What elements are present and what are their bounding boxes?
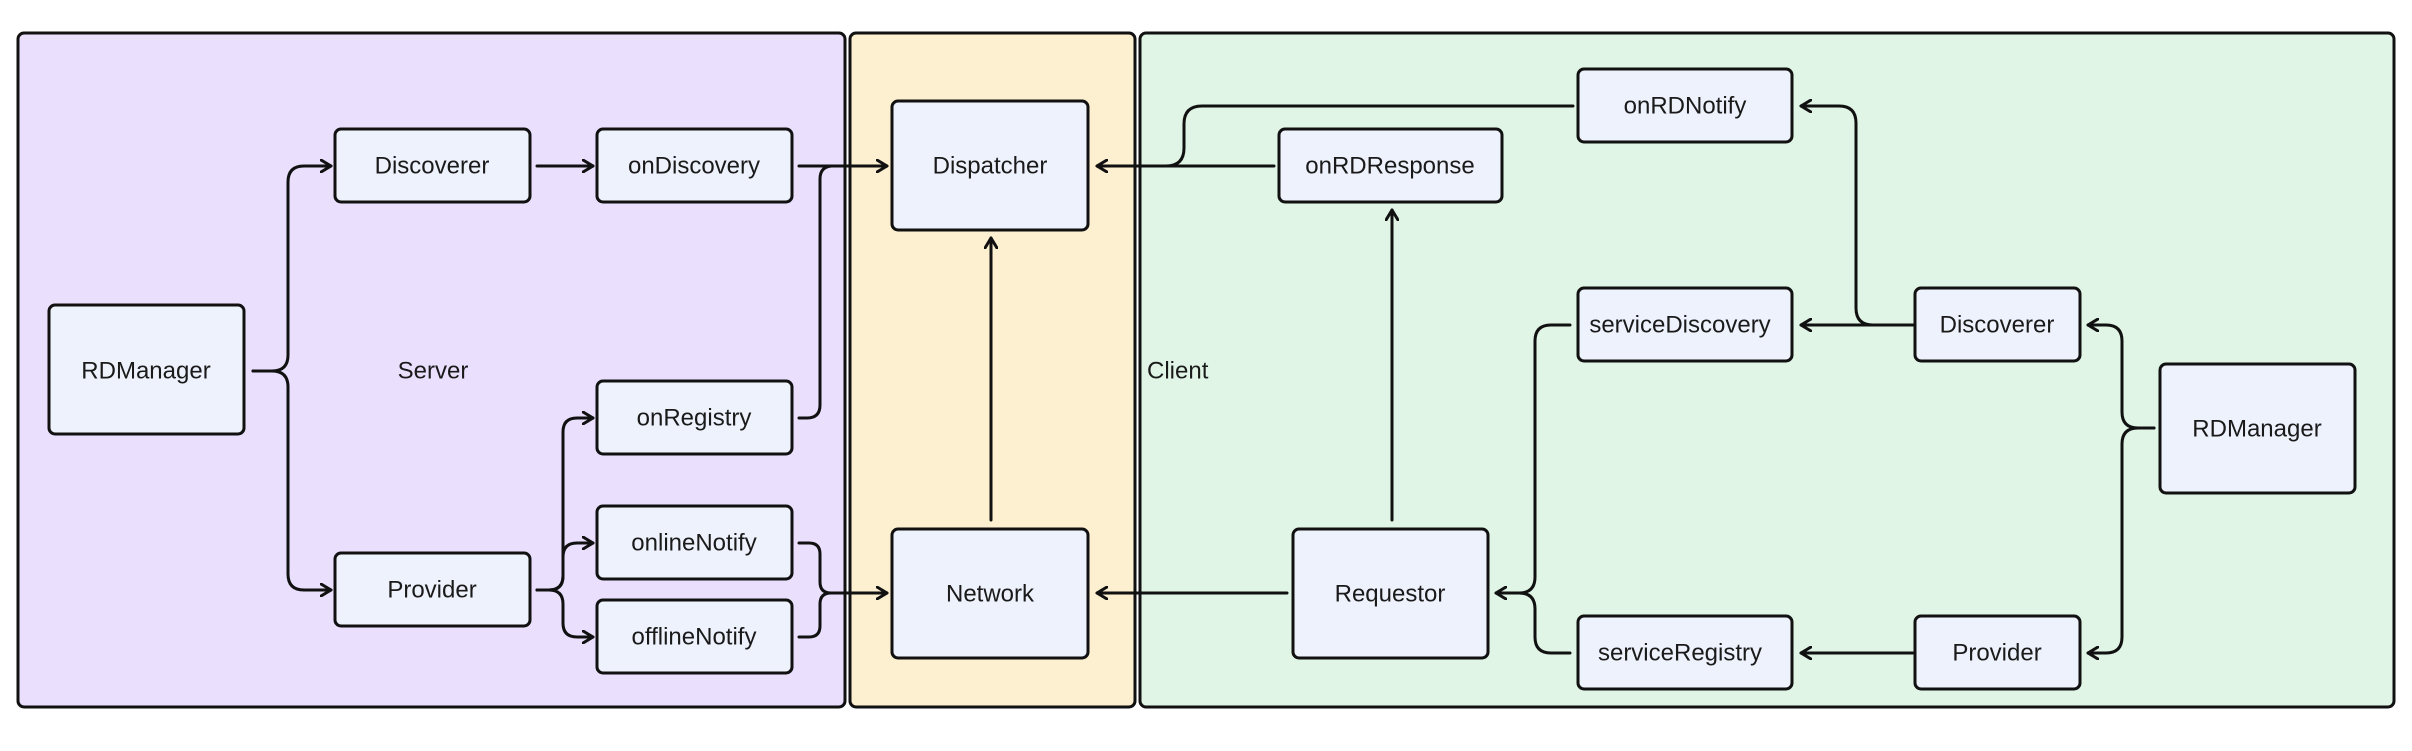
edge-client-rdmanager-provider [2086,426,2156,653]
network-label: Network [946,580,1035,607]
server-rdmanager-node: RDManager [47,303,246,436]
on-registry-label: onRegistry [637,404,752,431]
network-node: Network [890,527,1090,660]
server-region-label: Server [398,357,469,384]
on-discovery-label: onDiscovery [628,152,760,179]
server-rdmanager-label: RDManager [81,357,210,384]
server-provider-node: Provider [333,551,532,628]
on-rd-notify-node: onRDNotify [1576,67,1794,144]
edge-onrdnotify-dispatcher [1164,104,1575,168]
online-notify-label: onlineNotify [631,529,756,556]
edge-offlinenotify-network [797,591,833,639]
connectors [251,104,2156,655]
edge-server-rdmanager-provider [251,369,333,590]
edge-onregistry-dispatcher [797,164,835,420]
client-provider-node: Provider [1913,614,2082,691]
service-registry-label: serviceRegistry [1598,639,1762,666]
requestor-label: Requestor [1335,580,1446,607]
service-discovery-label: serviceDiscovery [1589,311,1770,338]
offline-notify-label: offlineNotify [632,623,757,650]
offline-notify-node: offlineNotify [595,598,794,675]
server-provider-label: Provider [387,576,476,603]
client-region-label: Client [1147,357,1209,384]
client-rdmanager-node: RDManager [2158,362,2357,495]
on-discovery-node: onDiscovery [595,127,794,204]
edge-serviceregistry-requestor [1517,591,1572,655]
edge-client-discoverer-onrdnotify [1799,106,1915,327]
edge-provider-offlinenotify [535,588,595,637]
online-notify-node: onlineNotify [595,504,794,581]
service-discovery-node: serviceDiscovery [1576,286,1794,363]
edge-servicediscovery-requestor [1494,323,1572,593]
edge-client-rdmanager-discoverer [2086,325,2156,430]
server-discoverer-label: Discoverer [375,152,490,179]
dispatcher-node: Dispatcher [890,99,1090,232]
on-rd-notify-label: onRDNotify [1624,92,1747,119]
dispatcher-label: Dispatcher [933,152,1048,179]
requestor-node: Requestor [1291,527,1490,660]
on-registry-node: onRegistry [595,379,794,456]
client-provider-label: Provider [1952,639,2041,666]
service-registry-node: serviceRegistry [1576,614,1794,691]
on-rd-response-label: onRDResponse [1305,152,1474,179]
client-discoverer-label: Discoverer [1940,311,2055,338]
on-rd-response-node: onRDResponse [1277,127,1504,204]
server-discoverer-node: Discoverer [333,127,532,204]
client-rdmanager-label: RDManager [2192,415,2321,442]
edge-server-rdmanager-discoverer [251,166,333,373]
client-discoverer-node: Discoverer [1913,286,2082,363]
